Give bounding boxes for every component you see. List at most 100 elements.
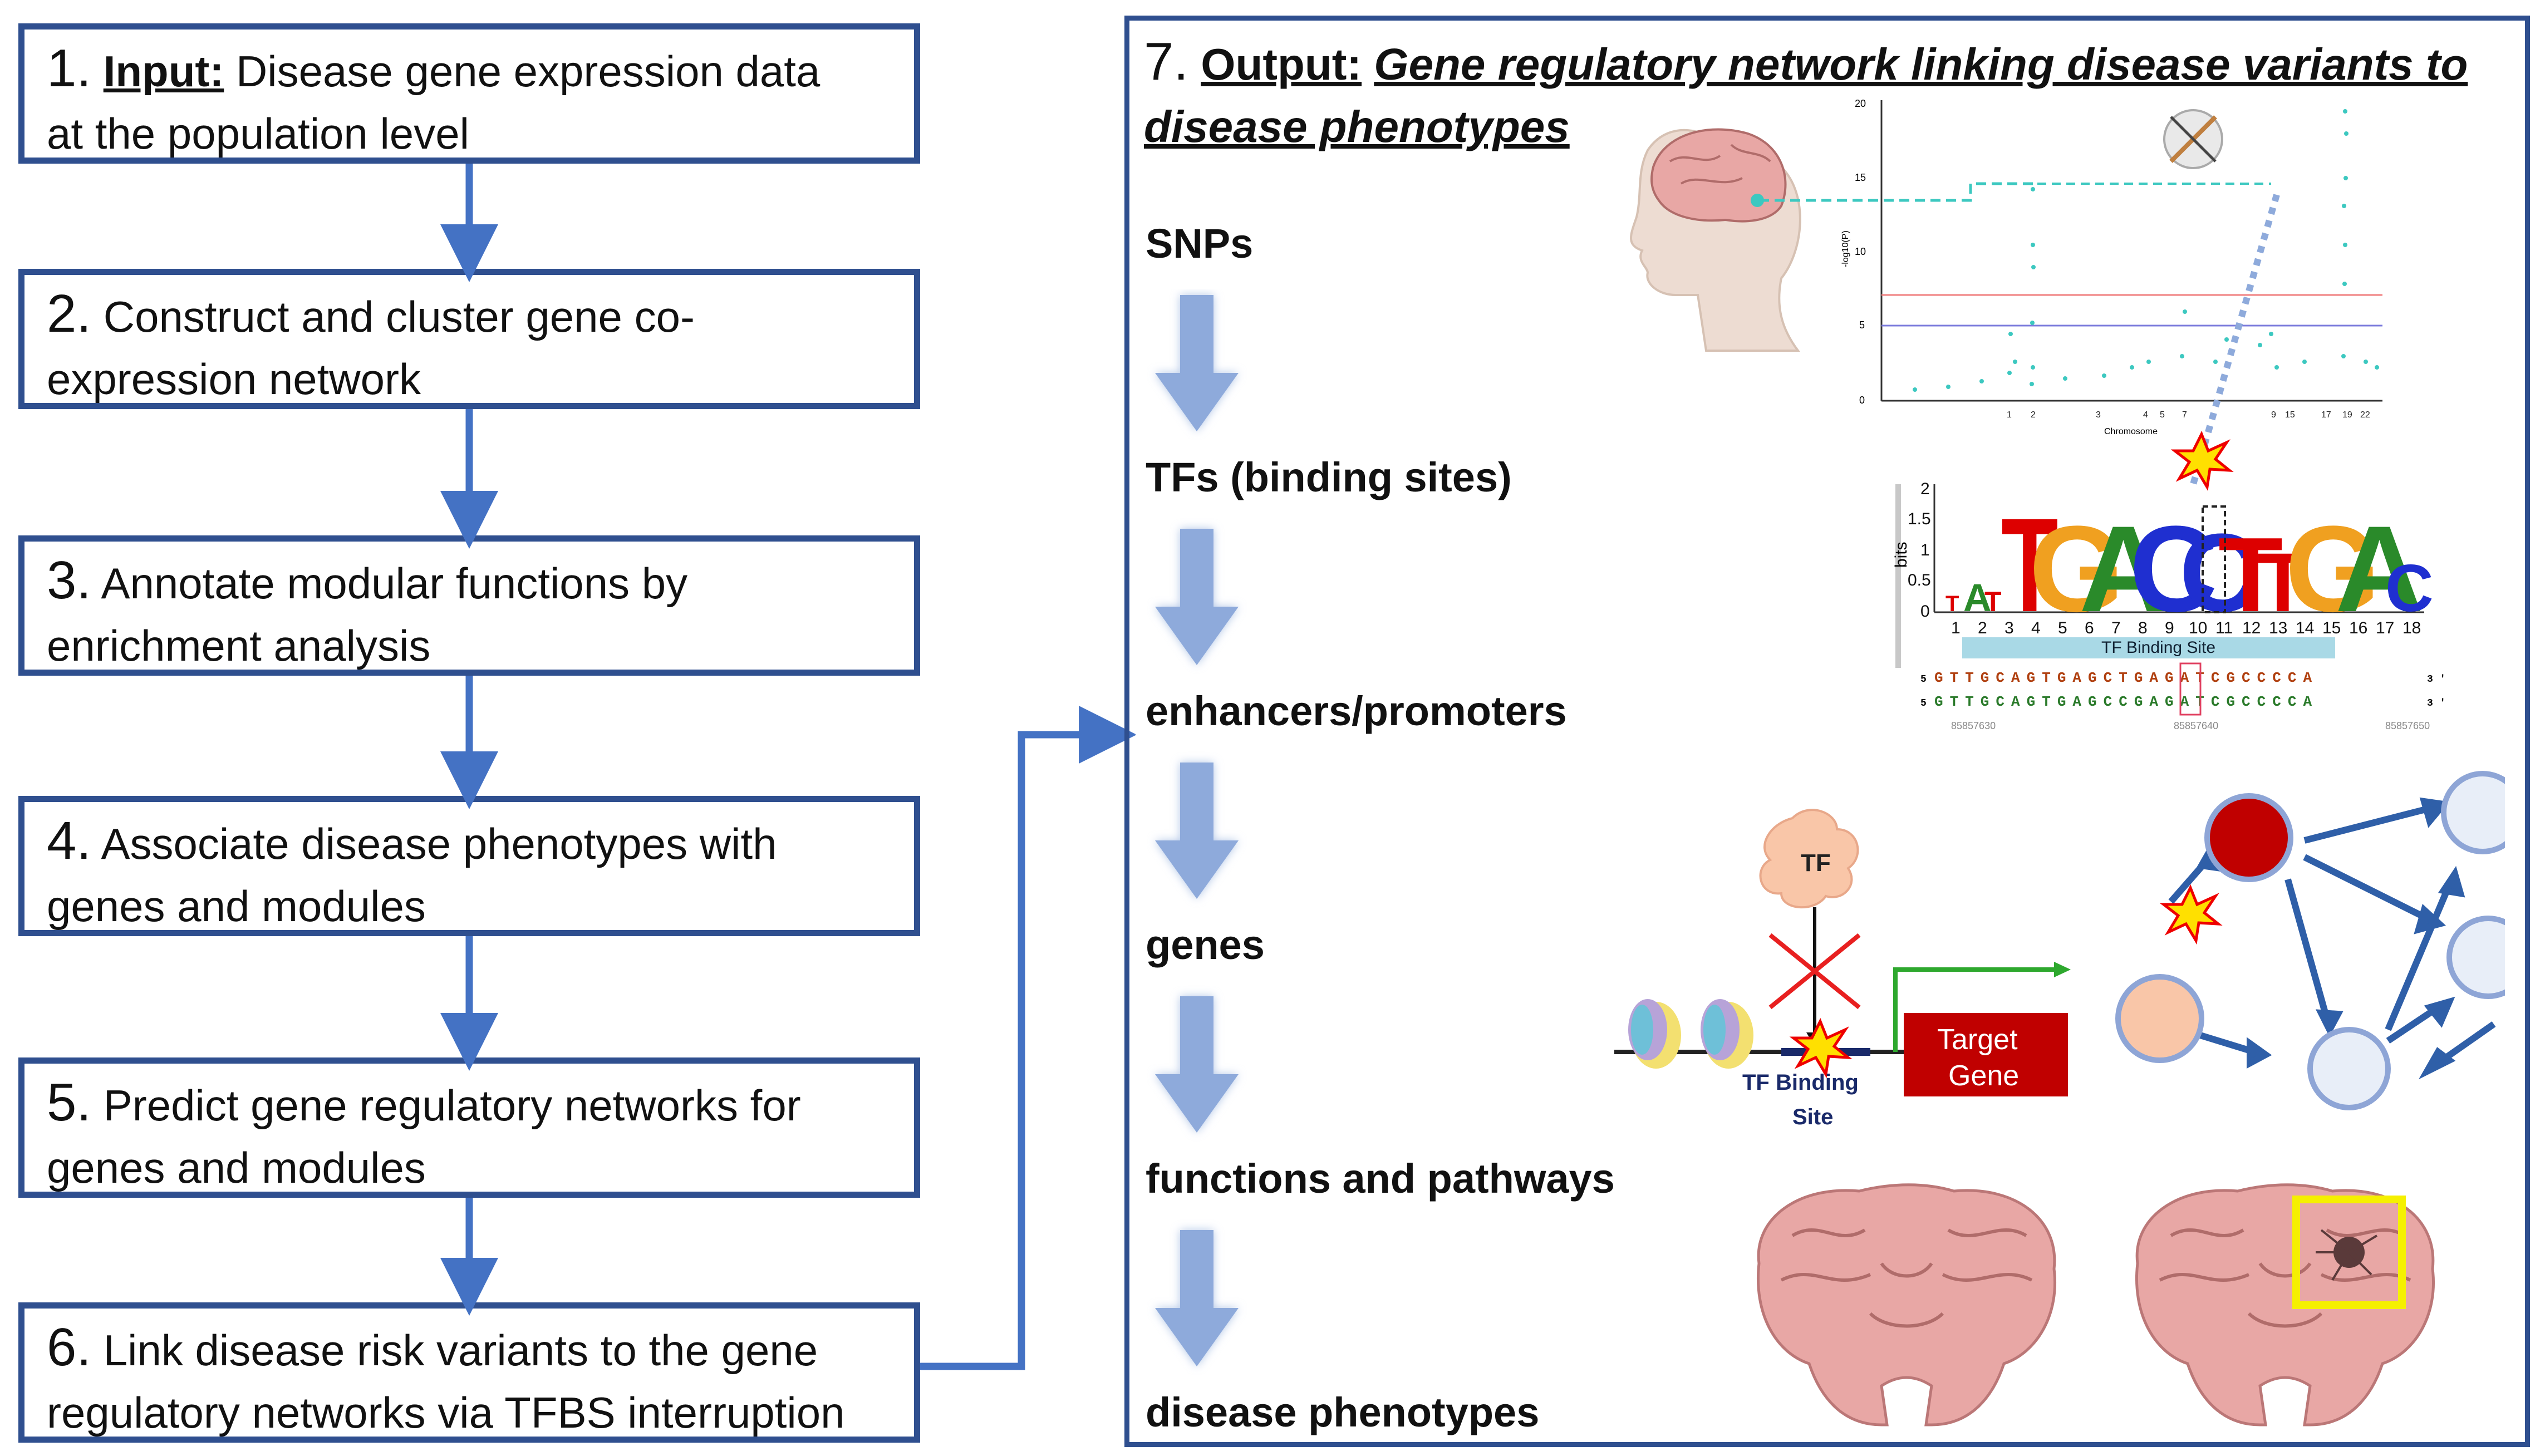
svg-text:C: C (2129, 500, 2218, 637)
manhattan-points (1913, 109, 2379, 392)
svg-text:12: 12 (2242, 619, 2261, 637)
svg-text:5': 5' (1920, 674, 1946, 685)
svg-text:17: 17 (2376, 619, 2394, 637)
step-text-line2: enrichment analysis (47, 621, 431, 670)
output-number: 7. (1144, 32, 1189, 91)
level-functions: functions and pathways (1146, 1155, 1615, 1202)
svg-text:9: 9 (2271, 410, 2276, 420)
svg-text:T: T (2218, 516, 2283, 634)
manhattan-xticks: 1 2 3 4 5 7 9 15 17 19 22 (2007, 410, 2370, 420)
svg-text:2: 2 (1920, 480, 1930, 498)
manhattan-xlabel: Chromosome (2104, 427, 2158, 436)
svg-text:C: C (2385, 551, 2434, 626)
manhattan-ytick: 20 (1855, 98, 1866, 109)
level-tfs: TFs (binding sites) (1146, 454, 1512, 500)
step-text: Annotate modular functions by (101, 559, 688, 608)
step-text: Link disease risk variants to the gene (103, 1326, 818, 1375)
svg-text:22: 22 (2360, 410, 2370, 420)
down-arrow-4 (1155, 996, 1239, 1133)
svg-text:T: T (2001, 490, 2058, 640)
tf-label: TF (1801, 849, 1831, 877)
manhattan-ytick: 10 (1855, 246, 1866, 257)
svg-text:2: 2 (2031, 410, 2036, 420)
svg-text:G: G (2029, 500, 2124, 637)
network-node-red (2204, 793, 2293, 882)
svg-text:5: 5 (2058, 619, 2067, 637)
brain-diseased (2135, 1183, 2435, 1427)
down-arrow-3 (1155, 763, 1239, 899)
illustrations: 0 5 10 15 20 -log10(P) 1 2 3 4 5 (1614, 98, 2505, 1427)
level-arrows (1155, 295, 1239, 1366)
svg-text:11: 11 (2215, 619, 2233, 637)
svg-text:5: 5 (2160, 410, 2165, 420)
step-text: Associate disease phenotypes with (101, 819, 777, 868)
gene-network (2115, 771, 2505, 1110)
svg-text:C: C (2179, 511, 2259, 635)
network-node-source (2115, 974, 2204, 1063)
mutation-burst-icon (2170, 430, 2234, 491)
sequence-alt: GTTGCAGTGAGCCGAGATCGCCCCA (1934, 693, 2318, 710)
svg-text:17: 17 (2321, 410, 2331, 420)
down-arrow-2 (1155, 529, 1239, 665)
svg-text:18: 18 (2402, 619, 2421, 637)
svg-text:19: 19 (2342, 410, 2352, 420)
step-box-3: 3. Annotate modular functions by enrichm… (18, 535, 920, 676)
svg-text:15: 15 (2322, 619, 2341, 637)
svg-text:10: 10 (2189, 619, 2207, 637)
binding-site-label-2: Site (1792, 1105, 1833, 1129)
svg-text:3: 3 (2096, 410, 2101, 420)
target-gene-box (1904, 1013, 2068, 1096)
svg-text:15: 15 (2285, 410, 2295, 420)
step-text-line2: expression network (47, 355, 421, 404)
svg-text:2: 2 (1978, 619, 1987, 637)
level-phenotypes: disease phenotypes (1146, 1389, 1540, 1435)
output-title-line1: Gene regulatory network linking disease … (1374, 40, 2468, 89)
svg-text:1: 1 (1951, 619, 1961, 637)
network-node (2446, 916, 2505, 999)
output-panel (1124, 16, 2530, 1447)
step-box-2: 2. Construct and cluster gene co- expres… (18, 269, 920, 409)
gene-label: Gene (1948, 1060, 2019, 1092)
regulation-diagram: TF TF Binding Site Target Gene (1614, 809, 2071, 1129)
svg-text:85857630: 85857630 (1951, 720, 1996, 731)
svg-text:A: A (1963, 576, 1992, 619)
step-text-line2: genes and modules (47, 1143, 426, 1192)
tf-protein: TF (1759, 809, 1859, 908)
step-box-6: 6. Link disease risk variants to the gen… (18, 1302, 920, 1443)
nucleosome-icon (1628, 999, 1681, 1069)
step-number: 3. (47, 550, 92, 610)
svg-text:16: 16 (2349, 619, 2367, 637)
manhattan-ytick: 15 (1855, 172, 1866, 183)
step-number: 5. (47, 1073, 92, 1132)
manhattan-ytick: 5 (1859, 319, 1865, 331)
sequence-ref: GTTGCAGTGAGCTGAGATCGCCCCA (1934, 670, 2318, 686)
manhattan-ylabel: -log10(P) (1841, 230, 1850, 267)
svg-text:A: A (2335, 500, 2424, 637)
dna-icon (2163, 109, 2223, 169)
snp-pointer-arrow (2190, 194, 2280, 485)
output-title: 7. Output: Gene regulatory network linki… (1144, 31, 2480, 158)
arrow-6-output (920, 706, 1136, 1370)
binding-site-label: TF Binding (1742, 1070, 1859, 1095)
svg-text:7: 7 (2182, 410, 2187, 420)
down-arrow-5 (1155, 1230, 1239, 1366)
head-illustration (1630, 128, 1801, 352)
svg-text:1: 1 (2007, 410, 2012, 420)
svg-text:7: 7 (2111, 619, 2121, 637)
brain-healthy (1757, 1183, 2056, 1427)
svg-text:3': 3' (2427, 674, 2453, 685)
svg-text:T: T (2257, 535, 2308, 629)
level-genes: genes (1146, 922, 1265, 968)
svg-text:T: T (1945, 592, 1959, 616)
svg-text:T: T (1984, 586, 2002, 617)
svg-text:4: 4 (2143, 410, 2148, 420)
mutation-burst-icon (2159, 884, 2223, 945)
network-node (2441, 771, 2505, 854)
step-text: Predict gene regulatory networks for (103, 1081, 801, 1130)
step-number: 2. (47, 284, 92, 343)
tf-binding-site-label: TF Binding Site (2101, 638, 2215, 657)
mutation-burst-icon (1789, 1017, 1853, 1079)
step-text-line2: regulatory networks via TFBS interruptio… (47, 1388, 845, 1437)
step-number: 6. (47, 1317, 92, 1377)
step-number: 4. (47, 811, 92, 870)
